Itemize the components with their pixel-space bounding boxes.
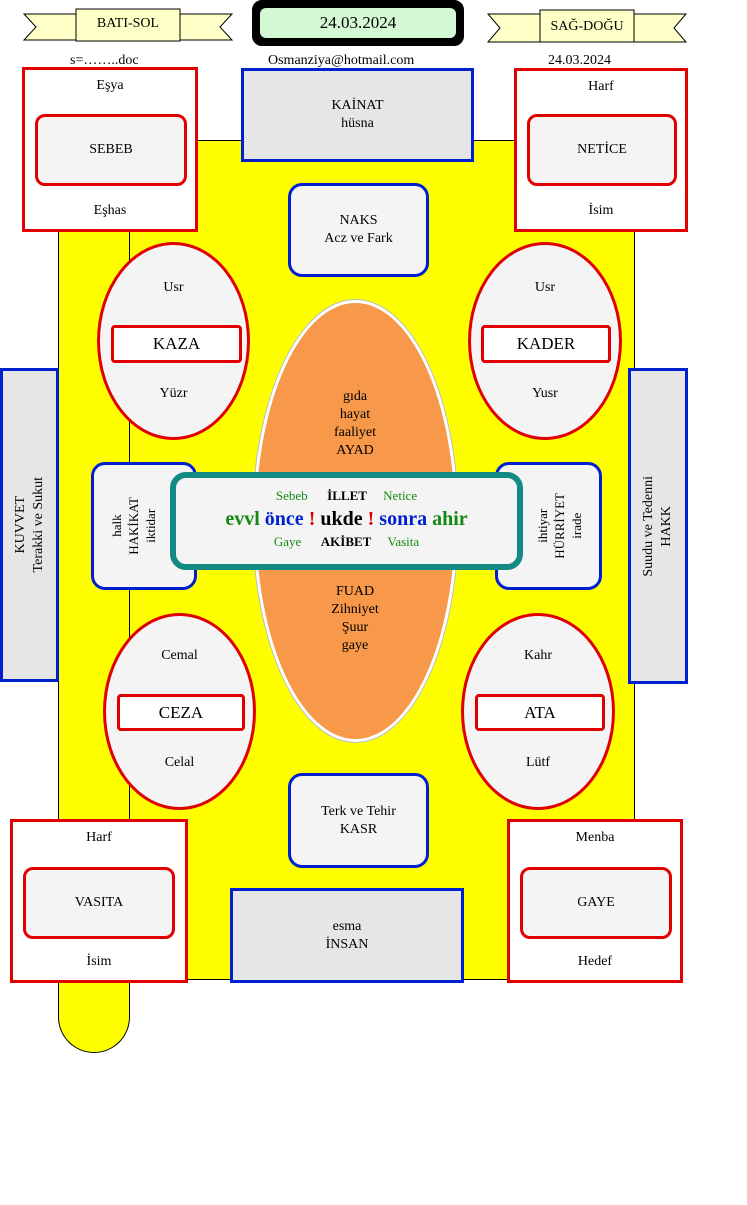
corner-bottom-right-center: GAYE	[520, 867, 672, 939]
left-banner-ribbon-icon	[22, 8, 234, 42]
sebeb-text: Sebeb	[275, 488, 308, 503]
left-banner-label: BATI-SOL	[96, 16, 160, 31]
corner-bottom-right-top: Menba	[575, 830, 615, 845]
ata-ellipse: Kahr ATA Lütf	[461, 613, 615, 810]
orange-bottom-2: Zihniyet	[331, 602, 379, 617]
ata-top: Kahr	[524, 648, 552, 663]
center-row-bottom: Gaye AKİBET Vasita	[176, 534, 517, 550]
corner-bottom-right-bottom: Hedef	[577, 954, 613, 969]
hakikat-line2: HAKİKAT	[125, 497, 141, 555]
vasita-text: Vasita	[387, 534, 420, 549]
hurriyet-text: ihtiyar HÜRRİYET irade	[534, 493, 585, 559]
ceza-bottom: Celal	[164, 755, 195, 770]
orange-bottom-text: FUAD Zihniyet Şuur gaye	[280, 583, 430, 655]
kaza-top: Usr	[163, 280, 184, 295]
kaza-ellipse: Usr KAZA Yüzr	[97, 242, 250, 440]
hakk-line2: HAKK	[659, 505, 674, 547]
date-box: 24.03.2024	[252, 0, 464, 46]
ceza-ellipse: Cemal CEZA Celal	[103, 613, 256, 810]
terk-line2: KASR	[339, 821, 378, 837]
hurriyet-line2: HÜRRİYET	[552, 493, 567, 559]
ukde-text: ukde	[320, 508, 363, 530]
corner-top-left-top: Eşya	[96, 78, 124, 93]
illet-text: İLLET	[327, 488, 367, 503]
center-row-middle: evvl önce ! ukde ! sonra ahir	[176, 508, 517, 531]
naks-box: NAKS Acz ve Fark	[288, 183, 429, 277]
corner-bottom-left-center: VASITA	[23, 867, 175, 939]
corner-bottom-left-bottom: İsim	[86, 954, 112, 969]
kuvvet-box: KUVVET Terakki ve Sukut	[0, 368, 59, 682]
hakikat-text: halk HAKİKAT iktidar	[108, 497, 159, 555]
kader-bottom: Yusr	[532, 386, 558, 401]
right-banner-label: SAĞ-DOĞU	[550, 19, 624, 34]
naks-line1: NAKS	[339, 213, 378, 228]
insan-box: esma İNSAN	[230, 888, 464, 983]
evvl-text: evvl	[225, 508, 260, 530]
center-row-top: Sebeb İLLET Netice	[176, 488, 517, 504]
orange-top-4: AYAD	[336, 443, 374, 458]
naks-line2: Acz ve Fark	[324, 231, 393, 246]
ceza-top: Cemal	[161, 648, 198, 663]
kainat-box: KAİNAT hüsna	[241, 68, 474, 162]
hakikat-line3: iktidar	[142, 509, 158, 543]
corner-top-left-bottom: Eşhas	[93, 203, 127, 218]
corner-bottom-left-top: Harf	[86, 830, 112, 845]
corner-top-right-center: NETİCE	[527, 114, 677, 186]
excl1-text: !	[308, 508, 316, 530]
kuvvet-text: KUVVET Terakki ve Sukut	[12, 477, 48, 572]
right-banner: SAĞ-DOĞU	[486, 8, 688, 48]
hurriyet-line3: irade	[569, 513, 584, 539]
kainat-line2: hüsna	[341, 116, 374, 131]
ata-label: ATA	[475, 694, 605, 731]
hakikat-line1: halk	[108, 514, 124, 538]
insan-line1: esma	[332, 918, 362, 934]
kuvvet-line1: KUVVET	[12, 496, 28, 554]
corner-top-left-center: SEBEB	[35, 114, 187, 186]
terk-line1: Terk ve Tehir	[321, 803, 396, 819]
insan-line2: İNSAN	[325, 936, 369, 952]
hurriyet-line1: ihtiyar	[535, 509, 550, 543]
orange-top-3: faaliyet	[334, 425, 376, 440]
orange-top-text: gıda hayat faaliyet AYAD	[280, 388, 430, 460]
excl2-text: !	[367, 508, 375, 530]
ceza-label: CEZA	[117, 694, 245, 731]
orange-bottom-4: gaye	[341, 638, 369, 653]
sonra-text: sonra	[379, 508, 428, 530]
terk-box: Terk ve Tehir KASR	[288, 773, 429, 868]
right-date: 24.03.2024	[548, 53, 611, 68]
hakk-text: Suudu ve Tedenni HAKK	[640, 476, 676, 577]
orange-top-1: gıda	[342, 389, 368, 404]
kader-top: Usr	[534, 280, 556, 295]
hakk-box: Suudu ve Tedenni HAKK	[628, 368, 688, 684]
orange-bottom-3: Şuur	[341, 620, 369, 635]
ahir-text: ahir	[432, 508, 468, 530]
akibet-text: AKİBET	[320, 534, 372, 549]
kuvvet-line2: Terakki ve Sukut	[30, 477, 46, 573]
yellow-tail	[58, 975, 130, 1053]
corner-top-right: Harf NETİCE İsim	[514, 68, 688, 232]
orange-top-2: hayat	[339, 407, 371, 422]
right-banner-ribbon-icon	[486, 9, 688, 43]
kaza-label: KAZA	[111, 325, 242, 363]
kaza-bottom: Yüzr	[159, 386, 188, 401]
orange-bottom-1: FUAD	[335, 584, 375, 599]
hakk-line1: Suudu ve Tedenni	[641, 475, 656, 577]
kader-ellipse: Usr KADER Yusr	[468, 242, 622, 440]
corner-top-right-top: Harf	[588, 79, 614, 94]
left-banner: BATI-SOL	[22, 8, 234, 46]
kainat-line1: KAİNAT	[331, 98, 384, 113]
corner-top-left: Eşya SEBEB Eşhas	[22, 67, 198, 232]
netice-text: Netice	[383, 488, 418, 503]
file-note: s=……..doc	[70, 53, 139, 68]
gaye-text: Gaye	[273, 534, 302, 549]
email-text: Osmanziya@hotmail.com	[268, 53, 415, 68]
corner-bottom-left: Harf VASITA İsim	[10, 819, 188, 983]
kader-label: KADER	[481, 325, 611, 363]
corner-top-right-bottom: İsim	[588, 203, 614, 218]
ata-bottom: Lütf	[525, 755, 551, 770]
date-text: 24.03.2024	[260, 8, 456, 38]
once-text: önce	[264, 508, 304, 530]
corner-bottom-right: Menba GAYE Hedef	[507, 819, 683, 983]
center-frame: Sebeb İLLET Netice evvl önce ! ukde ! so…	[170, 472, 523, 570]
